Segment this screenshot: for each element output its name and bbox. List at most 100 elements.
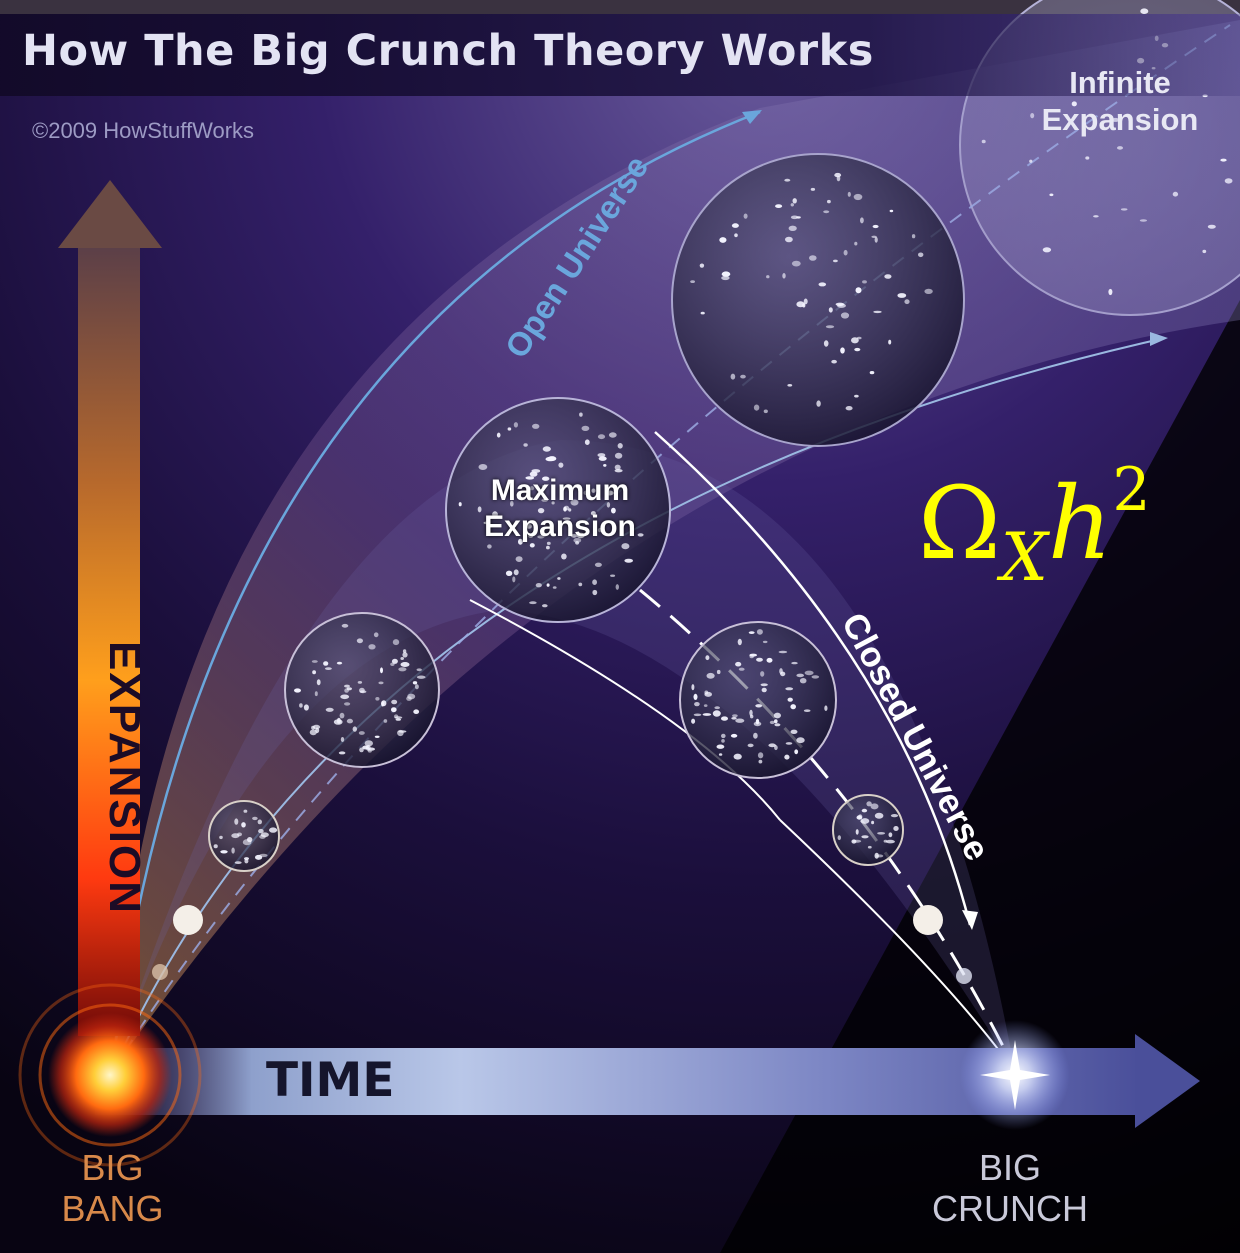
galaxy-dot <box>860 217 864 224</box>
copyright-text: ©2009 HowStuffWorks <box>32 118 255 143</box>
galaxy-dot <box>981 139 986 144</box>
galaxy-dot <box>346 718 353 724</box>
galaxy-dot <box>1085 156 1090 160</box>
galaxy-dot <box>398 667 407 672</box>
galaxy-dot <box>584 439 590 446</box>
galaxy-dot <box>311 725 316 730</box>
galaxy-dot <box>796 737 805 744</box>
galaxy-dot <box>1117 146 1123 150</box>
sphere-tiny <box>152 964 168 980</box>
galaxy-dot <box>336 661 343 665</box>
galaxy-dot <box>753 721 762 727</box>
galaxy-dot <box>766 657 773 663</box>
galaxy-dot <box>478 464 488 470</box>
galaxy-dot <box>258 828 264 834</box>
galaxy-dot <box>570 499 579 506</box>
galaxy-dot <box>840 347 845 354</box>
big-crunch-label: BIG CRUNCH <box>915 1147 1105 1229</box>
lower-open-arrowhead <box>1150 332 1168 346</box>
galaxy-dot <box>790 203 794 207</box>
galaxy-dot <box>515 556 523 562</box>
galaxy-dot <box>237 832 242 837</box>
galaxy-dot <box>231 847 235 854</box>
galaxy-dot <box>1042 247 1052 253</box>
galaxy-dot <box>364 740 373 747</box>
galaxy-dot <box>743 213 748 219</box>
galaxy-dot <box>843 249 848 256</box>
big-crunch-line1: BIG <box>978 1147 1041 1188</box>
dark-corner <box>720 300 1240 1253</box>
galaxy-dot <box>790 704 796 710</box>
galaxy-dot <box>867 845 872 849</box>
galaxy-dot <box>368 644 376 650</box>
formula-exponent: 2 <box>1112 455 1151 525</box>
galaxy-dot <box>762 640 768 644</box>
galaxy-dot <box>719 237 727 243</box>
galaxy-dot <box>773 712 782 719</box>
galaxy-dot <box>884 274 892 279</box>
galaxy-dot <box>699 263 705 268</box>
galaxy-dot <box>637 533 644 537</box>
galaxy-dot <box>243 809 248 813</box>
galaxy-dot <box>346 687 352 691</box>
galaxy-dot <box>721 275 730 281</box>
galaxy-dot <box>597 453 606 458</box>
galaxy-dot <box>487 544 492 549</box>
galaxy-dot <box>787 384 793 387</box>
galaxy-dot <box>213 844 218 849</box>
galaxy-dot <box>590 511 596 516</box>
galaxy-dot <box>395 718 401 721</box>
galaxy-dot <box>766 275 770 279</box>
galaxy-dot <box>861 808 868 813</box>
galaxy-dot <box>581 425 590 431</box>
galaxy-dot <box>885 839 895 844</box>
galaxy-dot <box>545 456 555 462</box>
galaxy-dot <box>614 469 623 473</box>
galaxy-dot <box>755 704 763 708</box>
galaxy-dot <box>827 199 831 204</box>
galaxy-dot <box>394 716 403 719</box>
galaxy-dot <box>617 443 623 449</box>
galaxy-dot <box>735 718 745 723</box>
galaxy-dot <box>241 822 246 828</box>
big-bang-ring-outer <box>18 983 202 1167</box>
galaxy-dot <box>592 579 597 585</box>
galaxy-dot <box>897 293 907 298</box>
galaxy-dot <box>694 702 700 707</box>
galaxy-dot <box>260 832 269 838</box>
galaxy-dot <box>603 464 607 467</box>
galaxy-dot <box>513 422 519 428</box>
galaxy-dot <box>458 502 462 507</box>
open-universe-line <box>110 110 761 1073</box>
galaxy-dot <box>871 235 877 238</box>
galaxy-dot <box>614 464 621 470</box>
galaxy-dot <box>1071 101 1077 107</box>
galaxy-dot <box>716 744 725 749</box>
omega-formula: ΩXh2 <box>918 455 1151 596</box>
galaxy-dot <box>507 427 512 431</box>
galaxy-dot <box>700 311 705 315</box>
galaxy-dot <box>810 187 816 191</box>
formula-variable: h <box>1047 465 1113 582</box>
galaxy-dot <box>918 252 924 258</box>
galaxy-dot <box>552 586 557 589</box>
galaxy-dot <box>718 753 723 756</box>
galaxy-dot <box>525 523 532 529</box>
galaxy-dot <box>825 325 835 329</box>
galaxy-dot <box>412 681 418 685</box>
galaxy-dot <box>615 584 619 590</box>
galaxy-dot <box>836 175 841 182</box>
galaxy-dot <box>716 669 721 675</box>
galaxy-dot <box>784 178 791 182</box>
galaxy-dot <box>624 558 633 563</box>
galaxy-dot <box>375 697 380 701</box>
galaxy-dot <box>247 837 253 843</box>
galaxy-dot <box>823 340 829 347</box>
galaxy-dot <box>483 521 491 525</box>
galaxy-dot <box>855 829 859 835</box>
galaxy-dot <box>562 517 571 520</box>
galaxy-dot <box>529 601 537 605</box>
galaxy-dot <box>802 303 806 308</box>
galaxy-dot <box>557 577 561 580</box>
galaxy-dot <box>314 691 318 697</box>
